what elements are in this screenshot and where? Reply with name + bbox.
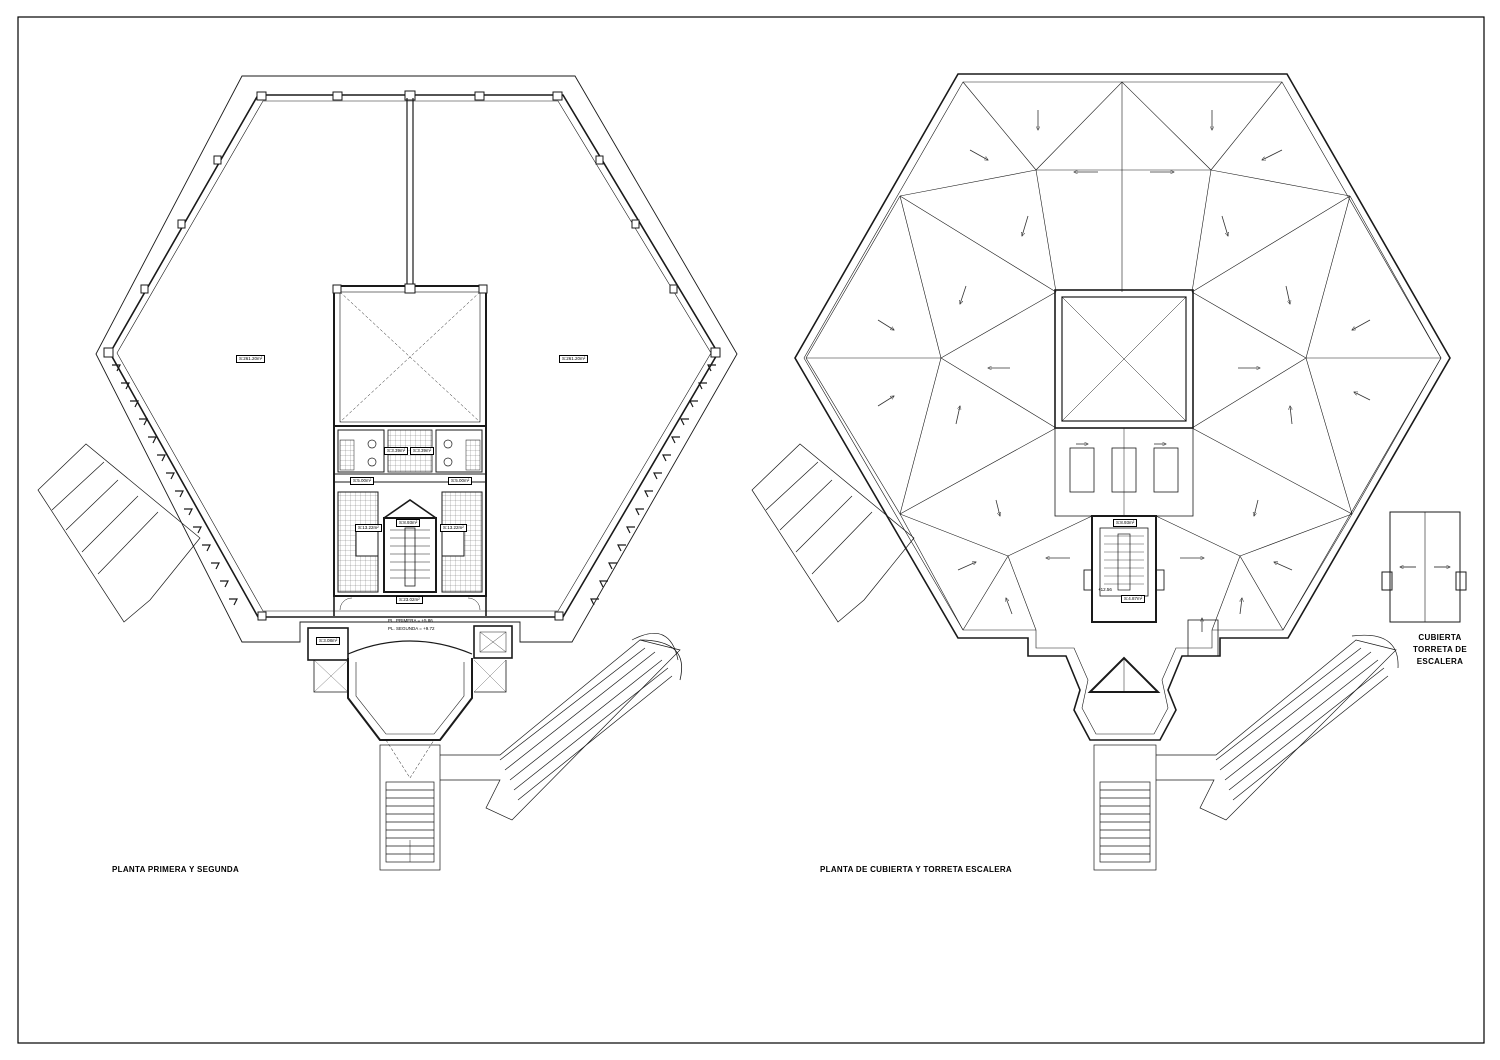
roof-outline — [794, 73, 1451, 741]
label-dressing-right: S:13.22m² — [440, 524, 467, 532]
small-room-left — [307, 627, 349, 661]
label-lobby: S:23.02m² — [396, 596, 423, 604]
label-tower-stair-area: S:8.93m² — [1113, 519, 1138, 527]
toilet-right — [435, 429, 483, 473]
caption-tower-roof: CUBIERTA TORRETA DE ESCALERA — [1413, 633, 1467, 666]
label-dressing-left: S:13.22m² — [355, 524, 382, 532]
label-tower-area: S:4.87m² — [1121, 595, 1146, 603]
divider-wall — [406, 98, 414, 288]
label-corridor-right: S:3.39m² — [410, 447, 435, 455]
stair-tower — [1091, 515, 1157, 623]
exterior-stair-right — [1093, 744, 1157, 871]
caption-first-second-floor: PLANTA PRIMERA Y SEGUNDA — [112, 865, 240, 874]
label-wc-right: S:5.00m² — [448, 477, 473, 485]
side-ramp-right-plan — [751, 443, 915, 623]
label-tower-level: +12.56 — [1098, 587, 1112, 592]
facade-fins-left — [112, 364, 238, 606]
plan-roof — [751, 73, 1467, 871]
facade-fins-right — [590, 364, 716, 606]
caption-roof-plan: PLANTA DE CUBIERTA Y TORRETA ESCALERA — [820, 865, 1012, 874]
central-void — [333, 285, 487, 427]
label-small-room: S:3.08m² — [316, 637, 341, 645]
label-wc-left: S:5.00m² — [350, 477, 375, 485]
plan-first-second-floor — [37, 75, 738, 871]
label-level-first: PL. PRIMERA = +5.86 — [388, 618, 433, 623]
label-stair: S:8.93m² — [396, 519, 421, 527]
small-room-right — [473, 625, 513, 659]
ramp-right-plan — [1156, 634, 1399, 821]
drainage-arrows — [877, 110, 1371, 632]
sheet-border — [17, 16, 1485, 1044]
label-corridor-left: S:3.39m² — [384, 447, 409, 455]
lobby-outline — [333, 596, 487, 616]
label-hall-right: S:261.20m² — [559, 355, 589, 363]
stair-core — [383, 517, 437, 593]
wall-columns — [103, 90, 721, 621]
label-hall-left: S:261.20m² — [236, 355, 266, 363]
roof-hip-lines — [805, 81, 1442, 631]
tower-roof-detail — [1381, 511, 1467, 623]
entrance-porch — [347, 658, 473, 741]
exterior-wall — [109, 94, 719, 618]
label-level-second: PL. SEGUNDA = +9.72 — [388, 626, 435, 631]
exterior-stair-left — [379, 744, 441, 871]
ramp-left-plan — [440, 632, 682, 821]
terrace-outline — [95, 75, 738, 643]
side-ramp-left-plan — [37, 443, 201, 623]
